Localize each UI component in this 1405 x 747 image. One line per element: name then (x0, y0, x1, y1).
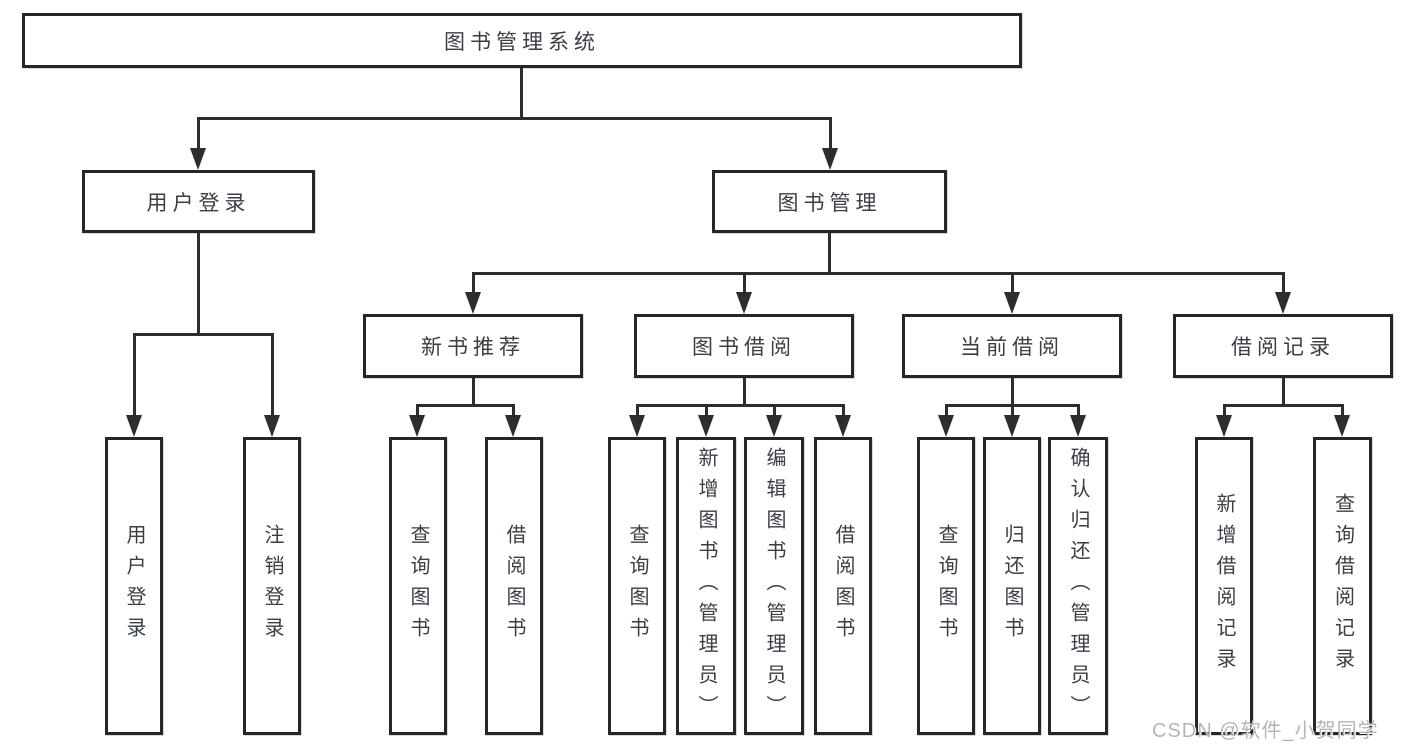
connector-userlogin-bar (133, 333, 274, 336)
connector-bb-stem (743, 378, 746, 406)
arrowhead-icon (1004, 292, 1020, 314)
connector-arrow-shaft (705, 404, 708, 417)
connector-root-stem (520, 68, 523, 118)
connector-arrow-shaft (636, 404, 639, 417)
arrowhead-icon (1070, 415, 1086, 437)
connector-arrow-shaft (472, 272, 475, 294)
connector-arrow-shaft (133, 333, 136, 415)
leaf-label: 归还图书 (1001, 524, 1023, 648)
connector-root-bar (197, 117, 832, 120)
node-current-borrow: 当前借阅 (902, 314, 1122, 378)
leaf-nbr-query-books: 查询图书 (389, 437, 447, 735)
leaf-label: 借阅图书 (832, 524, 854, 648)
connector-arrow-shaft (743, 272, 746, 294)
arrowhead-icon (190, 148, 206, 170)
arrowhead-icon (822, 148, 838, 170)
connector-arrow-shaft (512, 404, 515, 417)
arrowhead-icon (505, 415, 521, 437)
connector-nbr-bar (416, 404, 515, 407)
leaf-bb-add-books-admin: 新增图书（管理员） (676, 437, 736, 735)
leaf-nbr-borrow-books: 借阅图书 (485, 437, 543, 735)
connector-arrow-shaft (1077, 404, 1080, 417)
connector-arrow-shaft (416, 404, 419, 417)
leaf-label: 确认归还（管理员） (1067, 446, 1089, 726)
arrowhead-icon (938, 415, 954, 437)
leaf-label: 注销登录 (261, 524, 283, 648)
connector-arrow-shaft (842, 404, 845, 417)
arrowhead-icon (629, 415, 645, 437)
connector-arrow-shaft (1223, 404, 1226, 417)
connector-arrow-shaft (945, 404, 948, 417)
connector-bookmgmt-stem (828, 233, 831, 274)
arrowhead-icon (736, 292, 752, 314)
connector-arrow-shaft (773, 404, 776, 417)
leaf-label: 查询图书 (626, 524, 648, 648)
leaf-cb-query-books: 查询图书 (917, 437, 975, 735)
leaf-user-login: 用户登录 (105, 437, 163, 735)
arrowhead-icon (1334, 415, 1350, 437)
arrowhead-icon (1216, 415, 1232, 437)
leaf-label: 新增借阅记录 (1213, 493, 1235, 679)
leaf-label: 借阅图书 (503, 524, 525, 648)
csdn-watermark: CSDN @软件_小贺同学 (1152, 720, 1379, 742)
connector-nbr-stem (472, 378, 475, 406)
node-book-management: 图书管理 (712, 170, 947, 233)
arrowhead-icon (1004, 415, 1020, 437)
connector-arrow-shaft (829, 117, 832, 150)
arrowhead-icon (409, 415, 425, 437)
connector-arrow-shaft (1011, 272, 1014, 294)
arrowhead-icon (264, 415, 280, 437)
connector-arrow-shaft (1011, 404, 1014, 417)
leaf-bb-borrow-books: 借阅图书 (814, 437, 872, 735)
leaf-bb-query-books: 查询图书 (608, 437, 666, 735)
leaf-label: 新增图书（管理员） (695, 446, 717, 726)
node-book-borrow: 图书借阅 (634, 314, 854, 378)
arrowhead-icon (1275, 292, 1291, 314)
arrowhead-icon (465, 292, 481, 314)
connector-arrow-shaft (197, 117, 200, 150)
leaf-br-add-record: 新增借阅记录 (1195, 437, 1253, 735)
connector-userlogin-stem (197, 233, 200, 334)
leaf-label: 用户登录 (123, 524, 145, 648)
leaf-cb-confirm-return-admin: 确认归还（管理员） (1048, 437, 1108, 735)
leaf-label: 查询图书 (935, 524, 957, 648)
arrowhead-icon (835, 415, 851, 437)
connector-cb-stem (1011, 378, 1014, 406)
connector-br-stem (1282, 378, 1285, 406)
connector-bb-bar (636, 404, 845, 407)
leaf-br-query-record: 查询借阅记录 (1313, 437, 1372, 735)
leaf-label: 查询图书 (407, 524, 429, 648)
node-root: 图书管理系统 (22, 13, 1022, 68)
leaf-label: 查询借阅记录 (1331, 493, 1354, 679)
connector-arrow-shaft (1282, 272, 1285, 294)
connector-arrow-shaft (1341, 404, 1344, 417)
leaf-bb-edit-books-admin: 编辑图书（管理员） (744, 437, 804, 735)
arrowhead-icon (766, 415, 782, 437)
leaf-logout: 注销登录 (243, 437, 301, 735)
node-new-book-recommend: 新书推荐 (363, 314, 583, 378)
node-borrow-records: 借阅记录 (1173, 314, 1393, 378)
leaf-label: 编辑图书（管理员） (763, 446, 785, 726)
connector-br-bar (1223, 404, 1344, 407)
node-user-login: 用户登录 (82, 170, 315, 233)
connector-arrow-shaft (271, 333, 274, 415)
leaf-cb-return-books: 归还图书 (983, 437, 1041, 735)
arrowhead-icon (126, 415, 142, 437)
connector-bookmgmt-bar (472, 272, 1285, 275)
arrowhead-icon (698, 415, 714, 437)
